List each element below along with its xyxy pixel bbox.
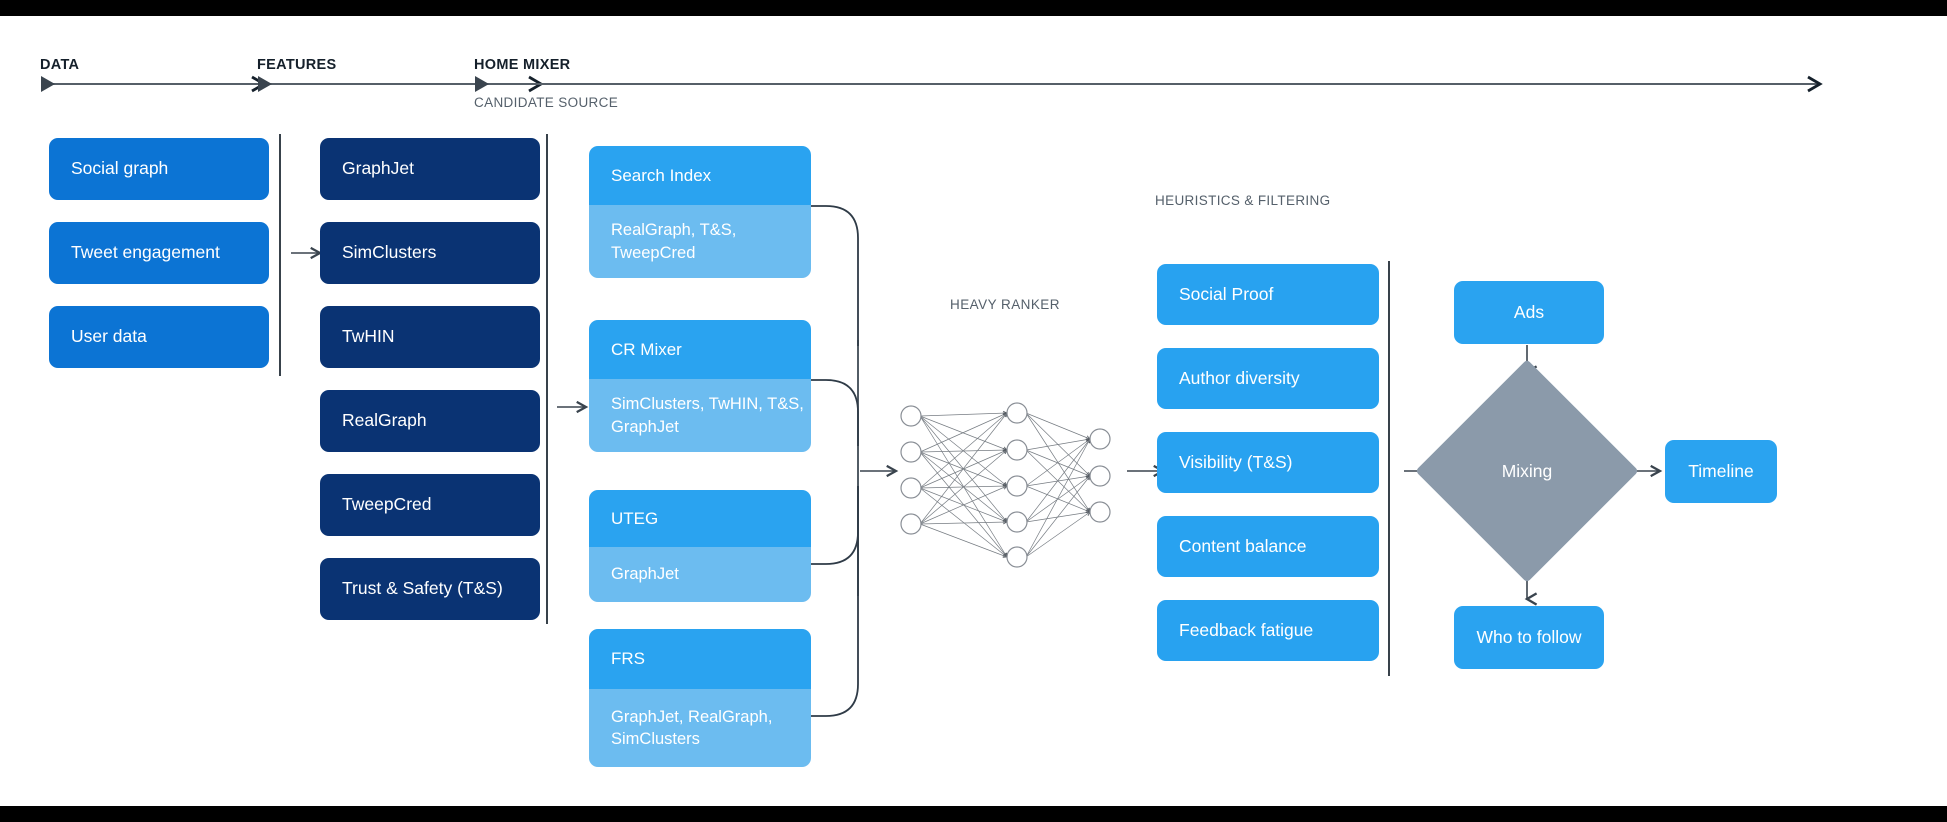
feature-box-label: GraphJet [342, 158, 414, 179]
data-box-label: Social graph [71, 158, 169, 179]
output-box-label: Who to follow [1476, 626, 1582, 647]
output-box-timeline[interactable]: Timeline [1665, 440, 1777, 503]
candidate-source-name: UTEG [589, 490, 811, 547]
section-header-data: DATA [40, 57, 80, 73]
subheader-heuristics-filtering: HEURISTICS & FILTERING [1155, 193, 1331, 208]
candidate-source-features: GraphJet [589, 547, 811, 602]
mixing-diamond[interactable]: Mixing [1415, 359, 1639, 583]
feature-box-realgraph[interactable]: RealGraph [320, 390, 540, 452]
candidate-source-card-search-index[interactable]: Search Index RealGraph, T&S, TweepCred [589, 146, 811, 278]
output-box-label: Timeline [1688, 460, 1754, 481]
feature-box-label: TweepCred [342, 494, 432, 515]
section-header-features: FEATURES [257, 57, 337, 73]
candidate-connectors [811, 205, 859, 717]
diagram-canvas: DATA FEATURES HOME MIXER CANDIDATE SOURC… [0, 16, 1947, 806]
heuristic-box-label: Visibility (T&S) [1179, 451, 1293, 472]
feature-box-simclusters[interactable]: SimClusters [320, 222, 540, 284]
feature-box-tweepcred[interactable]: TweepCred [320, 474, 540, 536]
feature-box-label: Trust & Safety (T&S) [342, 578, 503, 599]
output-box-label: Ads [1513, 301, 1545, 322]
candidate-source-name: CR Mixer [589, 320, 811, 379]
heuristic-box-label: Author diversity [1179, 367, 1300, 388]
candidate-source-features: GraphJet, RealGraph, SimClusters [589, 689, 811, 767]
candidate-source-features: SimClusters, TwHIN, T&S, GraphJet [589, 379, 811, 452]
data-box-user-data[interactable]: User data [49, 306, 269, 368]
heuristic-box-label: Feedback fatigue [1179, 619, 1314, 640]
feature-box-label: SimClusters [342, 242, 437, 263]
candidate-source-card-frs[interactable]: FRS GraphJet, RealGraph, SimClusters [589, 629, 811, 767]
subheader-candidate-source: CANDIDATE SOURCE [474, 95, 619, 110]
subheader-heavy-ranker: HEAVY RANKER [950, 297, 1060, 312]
heuristic-box-author-diversity[interactable]: Author diversity [1157, 348, 1379, 409]
mixing-label: Mixing [1501, 460, 1553, 481]
candidate-source-name: Search Index [589, 146, 811, 205]
feature-box-graphjet[interactable]: GraphJet [320, 138, 540, 200]
heuristic-box-visibility[interactable]: Visibility (T&S) [1157, 432, 1379, 493]
feature-box-label: TwHIN [342, 326, 395, 347]
feature-box-label: RealGraph [342, 410, 427, 431]
feature-box-twhin[interactable]: TwHIN [320, 306, 540, 368]
heuristic-box-social-proof[interactable]: Social Proof [1157, 264, 1379, 325]
data-box-label: User data [71, 326, 147, 347]
candidate-source-name: FRS [589, 629, 811, 689]
candidate-source-features: RealGraph, T&S, TweepCred [589, 205, 811, 278]
candidate-source-card-cr-mixer[interactable]: CR Mixer SimClusters, TwHIN, T&S, GraphJ… [589, 320, 811, 452]
connector-overlay [41, 75, 1823, 717]
heuristic-box-label: Social Proof [1179, 283, 1274, 304]
heuristic-box-content-balance[interactable]: Content balance [1157, 516, 1379, 577]
heuristic-box-feedback-fatigue[interactable]: Feedback fatigue [1157, 600, 1379, 661]
section-header-home-mixer: HOME MIXER [474, 57, 571, 73]
feature-box-trust-safety[interactable]: Trust & Safety (T&S) [320, 558, 540, 620]
heavy-ranker-nodes [900, 402, 1111, 568]
candidate-source-card-uteg[interactable]: UTEG GraphJet [589, 490, 811, 602]
heuristic-box-label: Content balance [1179, 535, 1307, 556]
data-box-label: Tweet engagement [71, 242, 220, 263]
output-box-ads[interactable]: Ads [1454, 281, 1604, 344]
output-box-who-to-follow[interactable]: Who to follow [1454, 606, 1604, 669]
data-box-social-graph[interactable]: Social graph [49, 138, 269, 200]
heavy-ranker-network [919, 413, 1090, 557]
data-box-tweet-engagement[interactable]: Tweet engagement [49, 222, 269, 284]
